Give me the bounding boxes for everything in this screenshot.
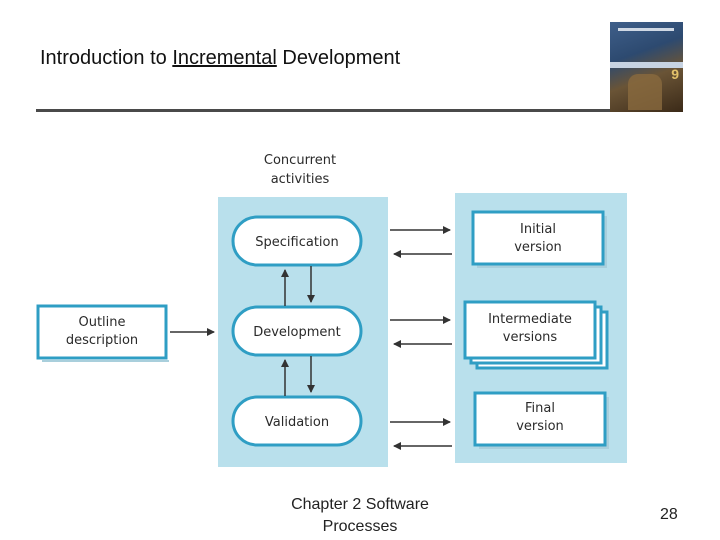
title-prefix: Introduction to (40, 47, 173, 69)
development-label: Development (253, 325, 341, 340)
final-version-box (473, 391, 607, 447)
page-number: 28 (660, 506, 678, 523)
concurrent-activities-label-line2: activities (271, 172, 330, 187)
outline-label-line1: Outline (78, 315, 125, 330)
initial-version-label-line2: version (514, 240, 562, 255)
book-cover-image: 9 (610, 22, 683, 112)
cover-title-band (610, 62, 683, 68)
concurrent-activities-label-line1: Concurrent (264, 153, 336, 168)
outline-description-box (36, 304, 168, 360)
title-divider (36, 109, 616, 112)
initial-version-box (471, 210, 605, 266)
footer-chapter-label: Chapter 2 Software Processes (291, 496, 429, 535)
specification-pill (231, 215, 363, 267)
validation-label: Validation (265, 415, 329, 430)
cover-figure (628, 74, 662, 110)
initial-version-label-line1: Initial (520, 222, 556, 237)
intermediate-label-line1: Intermediate (488, 312, 572, 327)
validation-pill (231, 395, 363, 447)
outline-label-line2: description (66, 333, 138, 348)
slide-title: Introduction to Incremental Development (40, 47, 400, 70)
cover-edition-number: 9 (671, 66, 679, 82)
final-version-label-line2: version (516, 419, 564, 434)
title-suffix: Development (276, 47, 401, 69)
development-pill (231, 305, 363, 357)
specification-label: Specification (255, 235, 338, 250)
intermediate-versions-box (463, 300, 597, 360)
cover-top-band (618, 28, 674, 31)
final-version-label-line1: Final (525, 401, 555, 416)
intermediate-label-line2: versions (503, 330, 558, 345)
title-underlined-word: Incremental (172, 47, 277, 69)
